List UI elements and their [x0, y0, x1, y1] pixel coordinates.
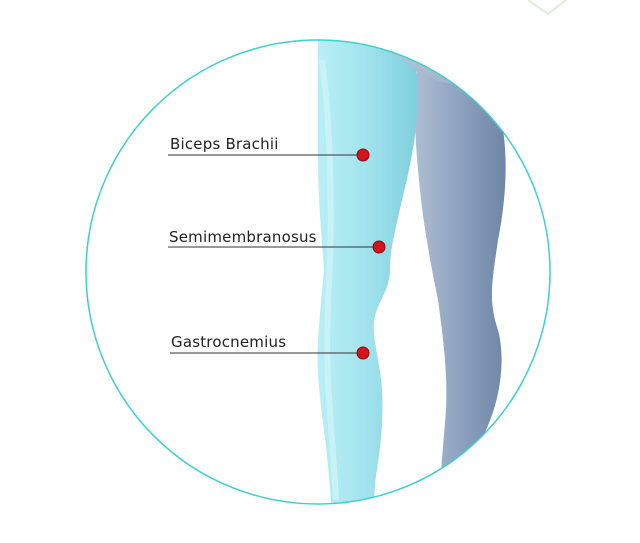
marker-semimembranosus[interactable] — [372, 240, 386, 254]
back-leg — [414, 58, 506, 504]
marker-biceps[interactable] — [356, 148, 370, 162]
label-semimembranosus: Semimembranosus — [169, 228, 317, 246]
leaf-logo-icon — [527, 0, 567, 16]
label-gastrocnemius: Gastrocnemius — [171, 333, 287, 351]
legs-illustration — [317, 40, 521, 504]
label-biceps-brachii: Biceps Brachii — [170, 135, 279, 153]
frame-circle — [85, 39, 551, 505]
marker-gastrocnemius[interactable] — [356, 346, 370, 360]
